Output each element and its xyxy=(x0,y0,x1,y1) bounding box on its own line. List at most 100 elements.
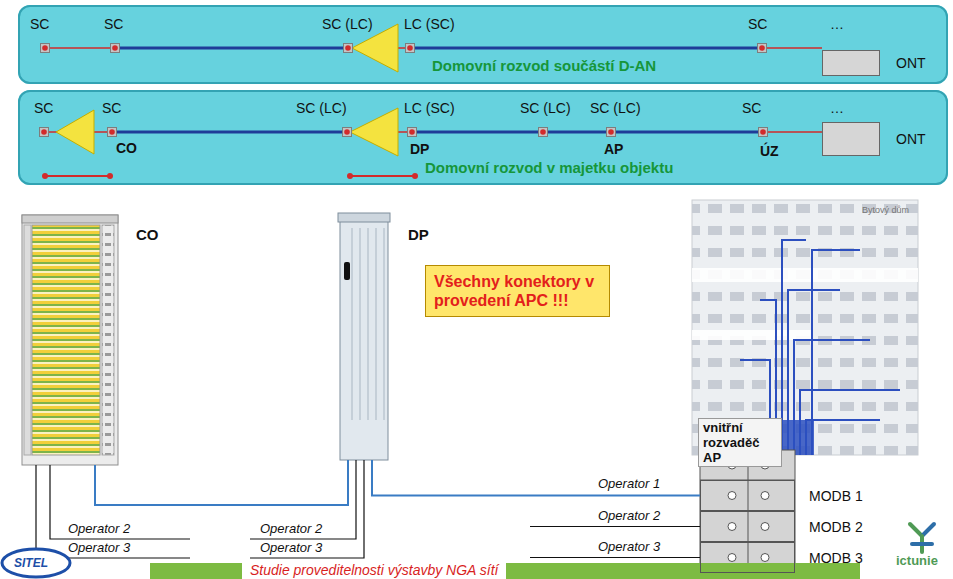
dp-cabinet xyxy=(384,228,385,420)
fiber-band-1 xyxy=(410,47,762,50)
fiber-band-2 xyxy=(44,131,822,133)
building xyxy=(692,268,918,282)
modb-row: MODB 2 xyxy=(700,511,795,542)
dp-cabinet xyxy=(352,228,353,420)
dp-cabinet: DP xyxy=(340,215,388,460)
connector-type: SC (LC) xyxy=(520,100,571,116)
connector-type: SC xyxy=(742,100,761,116)
connector-socket xyxy=(343,128,352,137)
caption: Studie proveditelnosti výstavby NGA sítí xyxy=(242,562,506,579)
sitel-logo xyxy=(2,549,70,577)
band-grounds xyxy=(18,5,948,185)
footer-bar xyxy=(150,563,860,579)
connector-type: LC (SC) xyxy=(404,100,455,116)
dp-cabinet xyxy=(344,262,350,280)
dp-cabinet xyxy=(338,213,390,460)
ictunie-logo xyxy=(910,524,922,536)
operator-wires xyxy=(36,460,700,558)
band-panel: Domovní rozvod v majetku objektu ONT xyxy=(18,90,948,185)
node-label: DP xyxy=(408,227,429,243)
node-label: ONT xyxy=(896,131,926,147)
building xyxy=(692,200,918,455)
band-grounds xyxy=(18,90,948,185)
connector-type: LC (SC) xyxy=(404,16,455,32)
connector-type: SC xyxy=(34,100,53,116)
connector-dot xyxy=(407,45,413,51)
connector-socket xyxy=(40,128,49,137)
fiber-band-2 xyxy=(412,131,763,134)
co-rack xyxy=(32,225,100,455)
ictunie-logo xyxy=(912,542,932,546)
fiber-band-2 xyxy=(347,173,353,179)
edge-label: Operator 1 xyxy=(598,476,660,491)
connector-dot xyxy=(760,129,766,135)
modb-row: MODB 1 xyxy=(700,480,795,511)
connector-type: SC (LC) xyxy=(322,16,373,32)
connector-type: SC xyxy=(748,16,767,32)
point-name: ÚZ xyxy=(760,143,779,159)
band-panel: Domovní rozvod součástí D-ANONT xyxy=(18,5,948,84)
node-label: vnitřní rozvaděč AP xyxy=(698,418,782,467)
dp-cabinet xyxy=(360,228,361,420)
connector-type: SC (LC) xyxy=(590,100,641,116)
dp-cabinet xyxy=(340,215,388,460)
fiber-band-2 xyxy=(350,108,398,156)
connector-dot xyxy=(409,129,415,135)
node-label: ONT xyxy=(896,55,926,71)
ap-distributor xyxy=(728,554,736,562)
connector-type: SC (LC) xyxy=(296,100,347,116)
dp-cabinet xyxy=(338,213,390,222)
connector-socket xyxy=(108,128,117,137)
fiber-band-2 xyxy=(412,173,418,179)
operator-label: Operator 3 xyxy=(260,540,322,555)
operator-wires xyxy=(250,460,356,539)
point-name: AP xyxy=(604,141,623,157)
node-label: MODB 1 xyxy=(809,488,863,504)
fiber-band-2 xyxy=(42,108,822,179)
ictunie-logo xyxy=(922,524,934,536)
connector-socket xyxy=(344,44,353,53)
connector-type: SC xyxy=(102,100,121,116)
fiber-band-2 xyxy=(112,131,347,134)
fiber-band-1 xyxy=(115,47,348,50)
building xyxy=(692,200,918,455)
connector-dot xyxy=(759,45,765,51)
fiber-connector xyxy=(372,460,700,496)
connector-socket xyxy=(758,44,767,53)
co-rack xyxy=(24,225,31,455)
connector-dot xyxy=(344,129,350,135)
connector-dot xyxy=(41,129,47,135)
fiber-band-2 xyxy=(45,175,110,177)
building xyxy=(806,420,880,455)
logo-text: SITEL xyxy=(14,555,48,571)
point-name: DP xyxy=(410,141,429,157)
operator-wires xyxy=(250,460,364,558)
band-grounds xyxy=(18,5,948,84)
logo-text: ictunie xyxy=(896,553,938,569)
connector-dot xyxy=(345,45,351,51)
fiber-band-2 xyxy=(350,175,415,177)
ellipsis: … xyxy=(830,100,844,116)
node-label: Domovní rozvod v majetku objektu xyxy=(425,160,673,176)
dp-cabinet xyxy=(352,228,384,420)
ictunie-logo xyxy=(910,524,934,552)
node-label: Všechny konektory v provedení APC !!! xyxy=(434,272,601,310)
operator-label: Operator 2 xyxy=(598,508,660,523)
ellipsis: … xyxy=(830,16,844,32)
co-rack xyxy=(22,215,118,223)
co-rack xyxy=(22,215,118,465)
dp-cabinet xyxy=(376,228,377,420)
connector-type: SC xyxy=(104,16,123,32)
connector-dot xyxy=(109,129,115,135)
co-rack: CO xyxy=(22,215,118,465)
connector-socket xyxy=(111,44,120,53)
operator-label: Operator 2 xyxy=(68,521,130,536)
ap-distributor xyxy=(761,523,769,531)
connector-dot xyxy=(112,45,118,51)
building xyxy=(812,250,860,455)
node-label: CO xyxy=(136,227,159,243)
fiber-connector xyxy=(95,460,348,505)
operator-wires xyxy=(530,526,700,527)
ap-distributor xyxy=(700,450,795,573)
